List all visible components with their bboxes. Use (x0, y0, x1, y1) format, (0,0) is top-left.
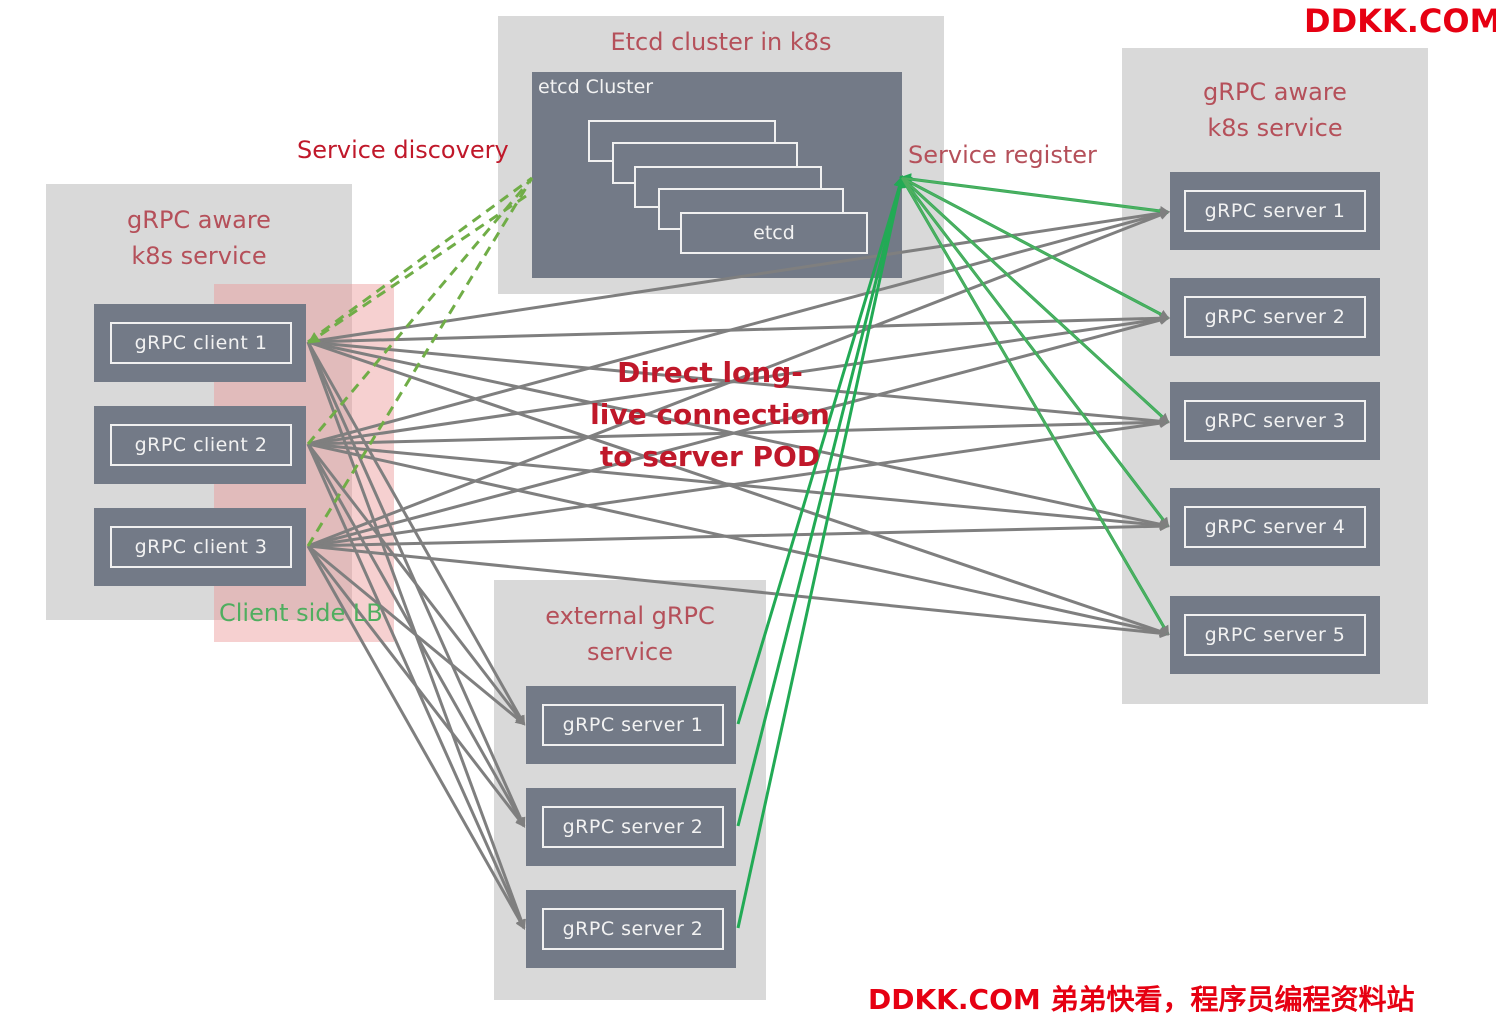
right-grpc-server-4[interactable]: gRPC server 4 (1170, 488, 1380, 566)
connection-arrow (306, 443, 526, 726)
right-panel-title: gRPC aware k8s service (1203, 78, 1347, 142)
service-discovery-connections (306, 176, 534, 547)
right-grpc-server-5[interactable]: gRPC server 5 (1170, 596, 1380, 674)
discovery-line (306, 177, 534, 547)
register-return-arrow (901, 177, 1170, 319)
etcd-node-label: etcd (753, 222, 795, 244)
connection-arrow (306, 545, 526, 930)
watermark-top: DDKK.COM (1304, 2, 1496, 40)
connection-arrow (307, 544, 1170, 639)
discovery-line (307, 176, 533, 344)
right-k8s-service-panel: gRPC aware k8s service (1122, 48, 1428, 704)
etcd-cluster-label: etcd Cluster (538, 76, 654, 98)
connection-arrow (307, 313, 1170, 344)
server-label: gRPC server 2 (1184, 296, 1366, 338)
external-grpc-server-2[interactable]: gRPC server 2 (526, 788, 736, 866)
connection-arrow (307, 208, 1170, 344)
server-label: gRPC server 4 (1184, 506, 1366, 548)
connection-arrow (307, 418, 1170, 548)
connection-arrow (307, 442, 1170, 638)
register-return-arrow (901, 177, 1170, 216)
right-grpc-server-1[interactable]: gRPC server 1 (1170, 172, 1380, 250)
register-return-arrow (901, 177, 1170, 636)
etcd-panel-title: Etcd cluster in k8s (610, 28, 832, 56)
connection-arrow (306, 545, 526, 828)
grpc-client-1[interactable]: gRPC client 1 (94, 304, 306, 382)
register-arrow (736, 175, 906, 929)
server-label: gRPC server 5 (1184, 614, 1366, 656)
register-return-arrow (901, 177, 1170, 424)
client-label: gRPC client 2 (110, 424, 292, 466)
discovery-line (306, 177, 534, 445)
register-arrow (736, 175, 906, 725)
service-register-connections (736, 173, 1170, 929)
right-grpc-server-2[interactable]: gRPC server 2 (1170, 278, 1380, 356)
server-label: gRPC server 1 (542, 704, 724, 746)
service-discovery-label: Service discovery (297, 136, 509, 164)
server-label: gRPC server 3 (1184, 400, 1366, 442)
grpc-client-3[interactable]: gRPC client 3 (94, 508, 306, 586)
discovery-arrow (307, 194, 527, 344)
connection-arrow (307, 340, 1170, 637)
external-grpc-server-1[interactable]: gRPC server 1 (526, 686, 736, 764)
client-label: gRPC client 1 (110, 322, 292, 364)
grpc-client-2[interactable]: gRPC client 2 (94, 406, 306, 484)
etcd-cluster-box: etcd Cluster etcd (532, 72, 902, 278)
server-label: gRPC server 2 (542, 908, 724, 950)
left-panel-title: gRPC aware k8s service (127, 206, 271, 270)
server-label: gRPC server 2 (542, 806, 724, 848)
register-return-arrow (901, 177, 1170, 528)
client-label: gRPC client 3 (110, 526, 292, 568)
register-arrow (736, 175, 906, 827)
service-register-label: Service register (908, 141, 1097, 169)
connection-arrow (307, 315, 1170, 548)
connection-arrow (307, 209, 1170, 446)
watermark-bottom: DDKK.COM 弟弟快看，程序员编程资料站 (868, 983, 1415, 1016)
connection-arrow (307, 521, 1170, 548)
etcd-cluster-panel: Etcd cluster in k8s etcd Cluster etcd (498, 16, 944, 294)
etcd-node-5: etcd (680, 212, 868, 254)
server-label: gRPC server 1 (1184, 190, 1366, 232)
connection-arrow (307, 544, 526, 726)
direct-connection-label: Direct long- live connection to server P… (590, 356, 830, 473)
connection-arrow (306, 341, 526, 726)
client-server-connections (306, 208, 1170, 930)
client-side-lb-label: Client side LB (219, 599, 383, 627)
external-grpc-server-3[interactable]: gRPC server 2 (526, 890, 736, 968)
right-grpc-server-3[interactable]: gRPC server 3 (1170, 382, 1380, 460)
external-panel-title: external gRPC service (545, 602, 715, 666)
connection-arrow (307, 210, 1170, 548)
